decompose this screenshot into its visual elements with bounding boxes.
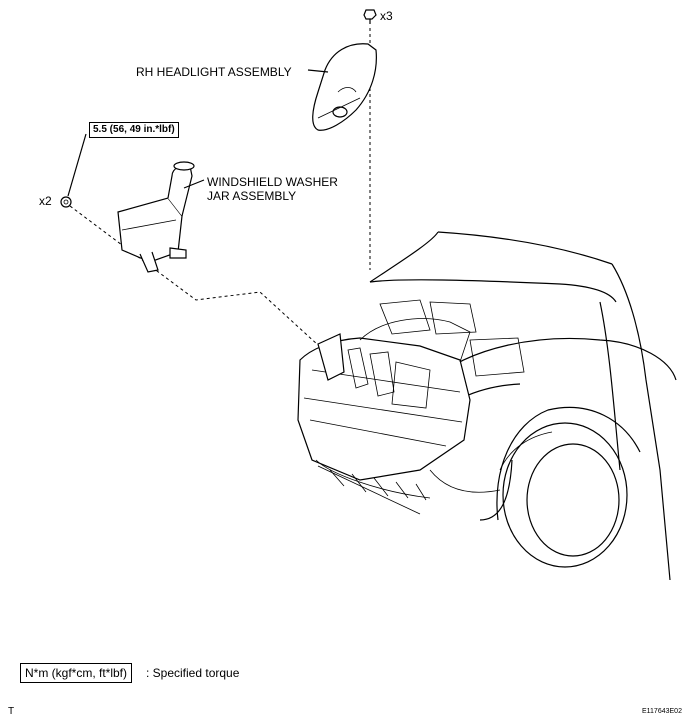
washer-jar-label-line2: JAR ASSEMBLY <box>207 189 297 203</box>
corner-mark: T <box>8 706 15 717</box>
washer-jar-label-line1: WINDSHIELD WASHER <box>207 175 338 189</box>
washer-jar-leader <box>183 179 205 189</box>
headlight-leader <box>307 69 329 73</box>
vehicle-front <box>297 231 677 581</box>
headlight-bolt-quantity: x3 <box>380 9 393 23</box>
washer-jar-bolt <box>60 196 72 208</box>
torque-legend-box: N*m (kgf*cm, ft*lbf) <box>20 663 133 683</box>
washer-jar-bolt-quantity: x2 <box>39 194 52 208</box>
washer-jar-assembly <box>117 161 195 273</box>
headlight-label: RH HEADLIGHT ASSEMBLY <box>136 65 292 79</box>
torque-spec: 5.5 (56, 49 in.*lbf) <box>89 122 179 138</box>
washer-jar-alignment-line <box>69 205 319 346</box>
torque-leader <box>67 133 87 197</box>
figure-code: E117643E02 <box>642 708 682 715</box>
headlight-assembly <box>312 43 377 131</box>
headlight-bolt <box>363 9 377 24</box>
torque-legend-text: : Specified torque <box>146 666 240 680</box>
